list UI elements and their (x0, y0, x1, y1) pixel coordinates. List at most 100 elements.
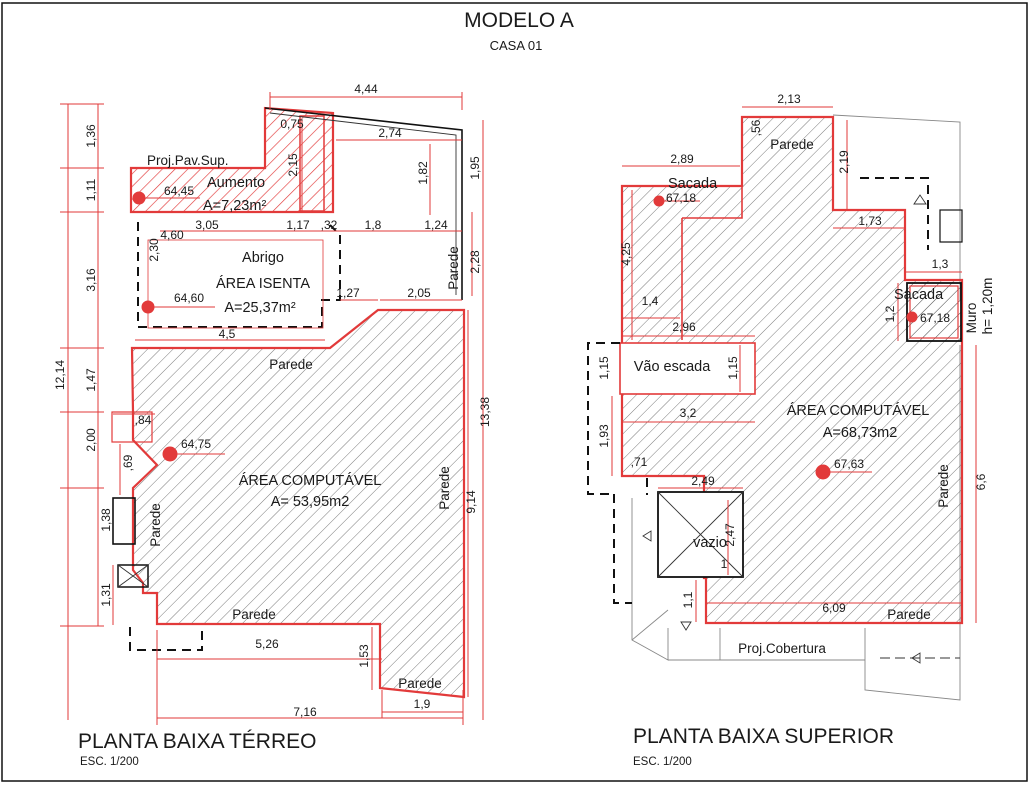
wall-label: Parede (770, 137, 814, 152)
dim-text: ,69 (121, 454, 135, 471)
dim-text: 4,44 (354, 82, 378, 96)
dim-text: 2,28 (468, 250, 482, 274)
upper-computable-label: ÁREA COMPUTÁVEL (787, 402, 930, 419)
sacada-level-label: 67,18 (666, 191, 696, 205)
dim-text: 1,9 (414, 697, 431, 711)
dim-text: 1,2 (883, 305, 897, 322)
dim-text: 1 (721, 557, 728, 571)
dim-text: 1,8 (365, 218, 382, 232)
dim-text: 2,13 (777, 92, 801, 106)
dim-text: 13,38 (478, 397, 492, 427)
proj-pav-sup-label: Proj.Pav.Sup. (147, 153, 229, 168)
sacada-right-level: 67,18 (920, 311, 950, 325)
dim-text: 4,25 (619, 242, 633, 266)
dim-text: 3,05 (195, 218, 219, 232)
triangle-marker (642, 530, 652, 542)
dim-text: 1,17 (286, 218, 310, 232)
ground-dimension-lines (60, 92, 484, 725)
upper-floor-plan: Sacada 67,18 Sacada 67,18 Muro h= 1,20m … (587, 92, 995, 768)
addition-stair-block (299, 115, 325, 212)
stair-void (619, 342, 756, 395)
isenta-area-label: A=25,37m² (224, 300, 296, 316)
dim-text: 2,74 (378, 126, 402, 140)
dim-text: 1,38 (99, 508, 113, 532)
sacada2-level-marker (906, 311, 918, 323)
dim-text: 1,47 (84, 368, 98, 392)
shelter-dashed-outline (137, 222, 341, 328)
dim-text: 1,53 (357, 644, 371, 668)
upper-computable-level: 67,63 (834, 457, 864, 471)
dim-text: 2,89 (670, 152, 694, 166)
wall-label: Parede (887, 607, 931, 622)
dim-text: 2,49 (691, 474, 715, 488)
dim-text: 2,05 (407, 286, 431, 300)
wall-label: Parede (398, 676, 442, 691)
dim-text: 2,47 (723, 523, 737, 547)
dim-text: 5,26 (255, 637, 279, 651)
dim-text: ,84 (135, 413, 152, 427)
dim-text: 2,30 (147, 238, 161, 262)
dim-text: 4,5 (219, 327, 236, 341)
ground-computable-area-label: A= 53,95m2 (271, 494, 350, 510)
ground-shelter-area (147, 239, 324, 329)
ground-computable-level: 64,75 (181, 437, 211, 451)
balcony-right (906, 282, 962, 342)
upper-floor-title: PLANTA BAIXA SUPERIOR (633, 725, 894, 748)
dim-text: 0,75 (280, 117, 304, 131)
wall-label: Parede (148, 503, 163, 547)
ground-addition-area (129, 106, 335, 214)
dim-text: 1,31 (99, 583, 113, 607)
dim-text: 2,19 (837, 150, 851, 174)
dim-text: 1,27 (336, 286, 360, 300)
dim-text: 1,95 (468, 156, 482, 180)
wall-label: Parede (936, 464, 951, 508)
vazio-label: vazio (693, 535, 727, 551)
dim-text: 12,14 (53, 360, 67, 390)
aumento-area-label: A=7,23m² (203, 198, 266, 214)
dim-text: 1,93 (597, 424, 611, 448)
vao-escada-label: Vão escada (634, 359, 712, 375)
upper-dashed-outline (587, 342, 620, 495)
dim-text: ,71 (631, 455, 648, 469)
wall-label: Parede (232, 607, 276, 622)
dim-text: 3,2 (680, 406, 697, 420)
triangle-marker (913, 194, 927, 205)
dim-text: 1,82 (416, 161, 430, 185)
sheet-subtitle: CASA 01 (490, 38, 543, 53)
sacada-label: Sacada (668, 176, 718, 192)
ground-computable-label: ÁREA COMPUTÁVEL (239, 472, 382, 489)
wall-label: Parede (269, 357, 313, 372)
dim-text: 7,16 (293, 705, 317, 719)
upper-floor-scale: ESC. 1/200 (633, 756, 692, 768)
dim-text: 1,15 (597, 356, 611, 380)
sheet-title: MODELO A (464, 9, 574, 32)
left-window-box (112, 497, 136, 545)
aumento-label: Aumento (207, 175, 265, 191)
dim-text: 1,73 (858, 214, 882, 228)
roof-outline (264, 107, 463, 300)
muro-height-label: h= 1,20m (980, 278, 995, 335)
dim-text: ,32 (321, 218, 338, 232)
upper-dimension-lines (611, 106, 977, 623)
sacada-right-label: Sacada (894, 287, 944, 303)
isenta-label: ÁREA ISENTA (216, 275, 310, 292)
ground-floor-plan: Proj.Pav.Sup. Aumento A=7,23m² 64,45 Abr… (53, 82, 492, 768)
proj-cobertura-label: Proj.Cobertura (738, 641, 826, 656)
upper-computable-area-label: A=68,73m2 (823, 425, 898, 441)
dim-text: 1,1 (681, 591, 695, 608)
wall-label: Parede (437, 466, 452, 510)
dim-text: 1,11 (84, 178, 98, 201)
dim-text: 1,36 (84, 124, 98, 148)
triangle-marker (680, 621, 692, 631)
wall-label: Parede (446, 246, 461, 290)
dim-text: 1,24 (424, 218, 448, 232)
isenta-level-label: 64,60 (174, 291, 204, 305)
left-fixture-box (117, 564, 149, 588)
abrigo-label: Abrigo (242, 250, 284, 266)
dim-text: 2,96 (672, 320, 696, 334)
dim-text: ,56 (749, 119, 763, 136)
dim-text: 2,15 (286, 153, 300, 177)
ground-computable-area (130, 308, 466, 699)
